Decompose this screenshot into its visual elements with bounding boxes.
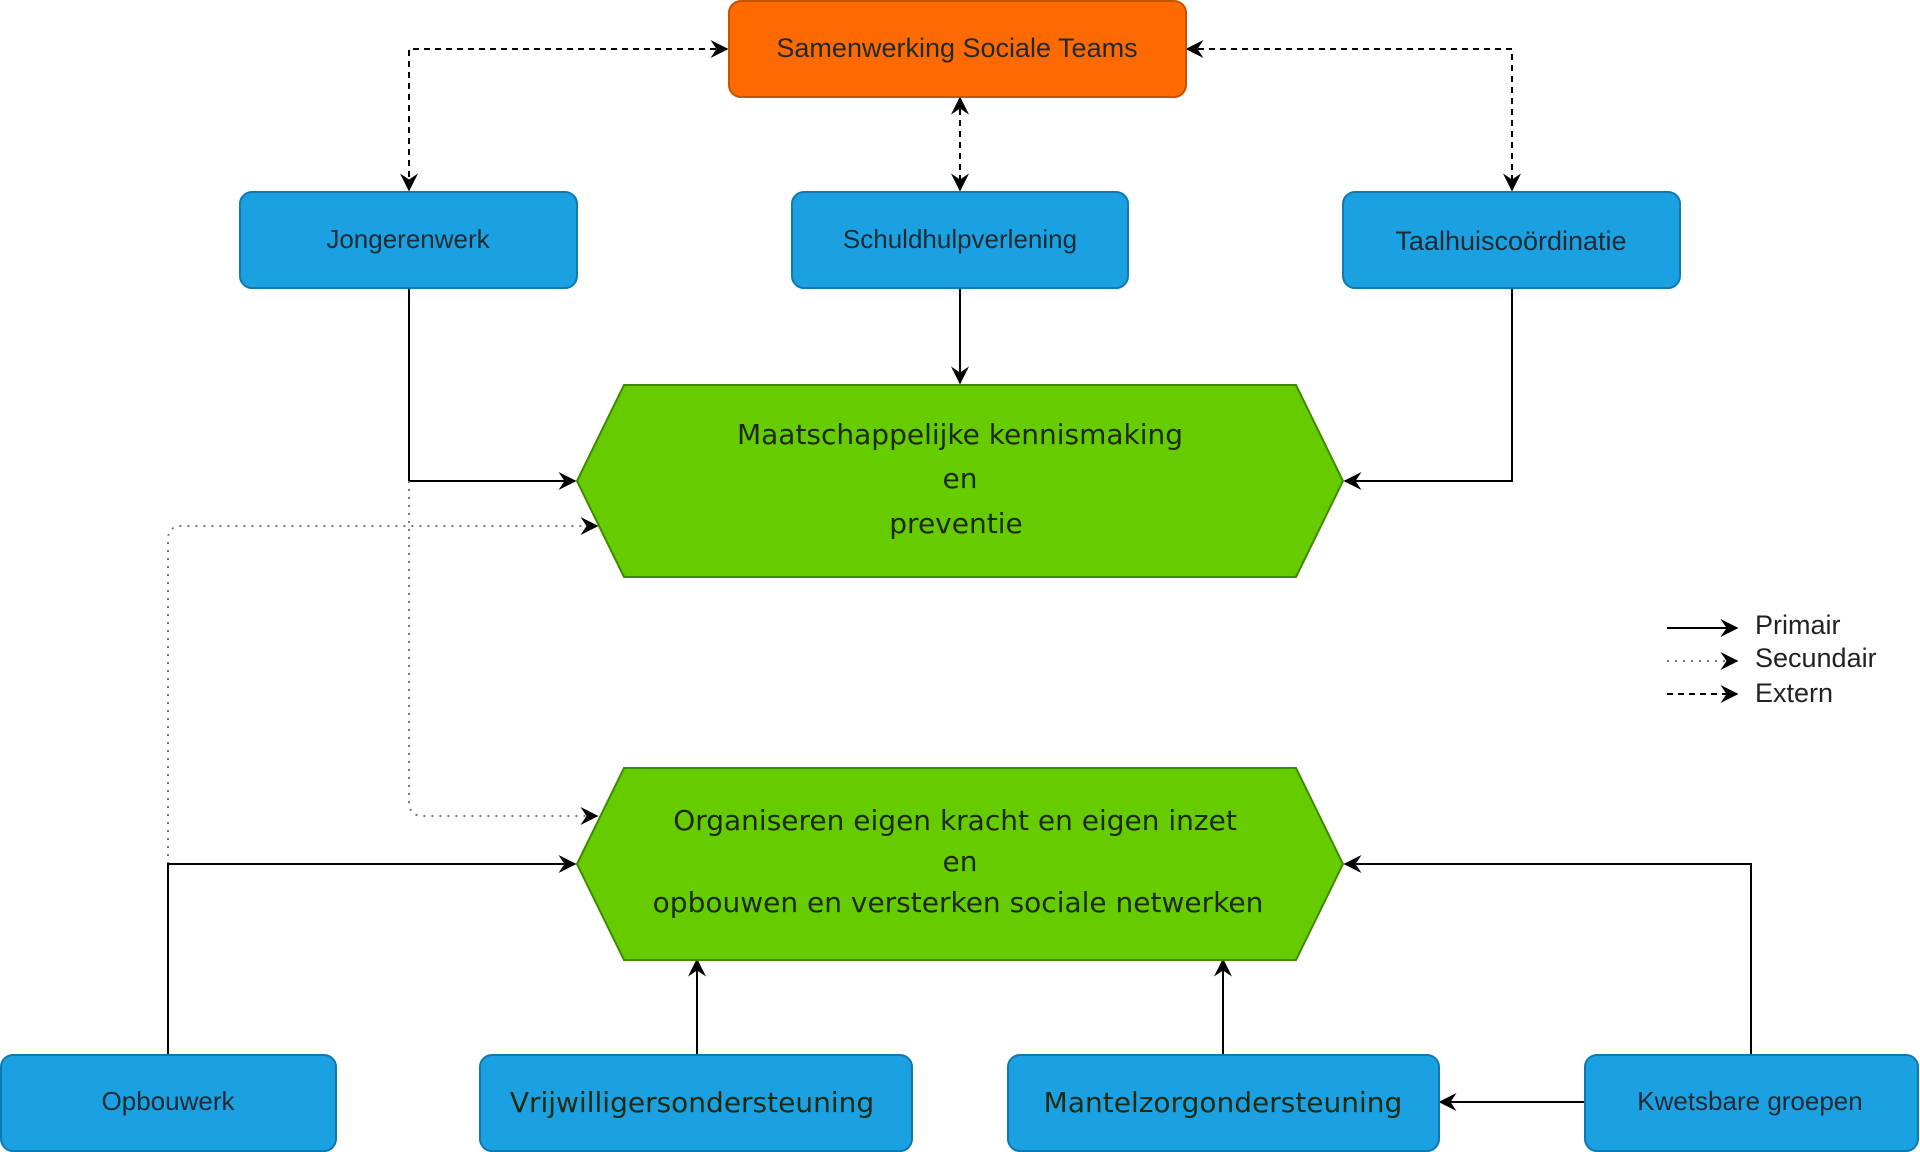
hexagon-kennismaking-line-1: Maatschappelijke kennismaking — [737, 418, 1183, 451]
node-opbouwwerk[interactable]: Opbouwerk — [0, 1054, 337, 1152]
hexagon-kennismaking-line-3: preventie — [889, 507, 1022, 540]
node-mantelzorg-label: Mantelzorgondersteuning — [1044, 1086, 1403, 1119]
hexagon-kennismaking[interactable]: Maatschappelijke kennismaking en prevent… — [575, 384, 1345, 578]
node-jongerenwerk-label: Jongerenwerk — [326, 224, 490, 254]
legend-secondary-label: Secundair — [1755, 643, 1877, 673]
connector-opbouwwerk-upper-secondary — [167, 517, 599, 864]
connector-kwetsbaar-lower — [1343, 855, 1752, 1054]
node-samenwerking[interactable]: Samenwerking Sociale Teams — [728, 0, 1187, 98]
node-mantelzorgondersteuning[interactable]: Mantelzorgondersteuning — [1007, 1054, 1440, 1152]
node-taalhuiscoordinatie[interactable]: Taalhuiscoördinatie — [1342, 191, 1681, 289]
connector-opbouwwerk-lower — [167, 855, 577, 1054]
node-vrijwilligers-label: Vrijwilligersondersteuning — [510, 1086, 874, 1119]
hexagon-eigen-kracht-line-2: en — [943, 845, 978, 878]
connector-top-jongerenwerk — [400, 40, 729, 192]
node-kwetsbare-groepen[interactable]: Kwetsbare groepen — [1584, 1054, 1919, 1152]
connector-jongerenwerk-upper — [408, 289, 577, 490]
hexagon-eigen-kracht[interactable]: Organiseren eigen kracht en eigen inzet … — [575, 767, 1345, 961]
node-schuldhulp-label: Schuldhulpverlening — [843, 224, 1077, 254]
legend: Primair Secundair Extern — [1667, 610, 1877, 708]
legend-external-label: Extern — [1755, 678, 1833, 708]
connector-jongerenwerk-lower-secondary — [408, 481, 599, 825]
connector-top-taalhuis — [1185, 40, 1521, 192]
legend-primary-label: Primair — [1755, 610, 1841, 640]
hexagon-eigen-kracht-line-1: Organiseren eigen kracht en eigen inzet — [673, 804, 1237, 837]
hexagon-eigen-kracht-line-3: opbouwen en versterken sociale netwerken — [653, 886, 1264, 919]
node-samenwerking-label: Samenwerking Sociale Teams — [776, 33, 1137, 63]
node-taalhuis-label: Taalhuiscoördinatie — [1395, 226, 1626, 256]
hexagon-kennismaking-line-2: en — [943, 462, 978, 495]
node-schuldhulpverlening[interactable]: Schuldhulpverlening — [791, 191, 1129, 289]
node-kwetsbaar-label: Kwetsbare groepen — [1637, 1086, 1862, 1116]
connector-taalhuis-upper — [1343, 289, 1513, 490]
node-opbouwwerk-label: Opbouwerk — [102, 1086, 236, 1116]
node-vrijwilligersondersteuning[interactable]: Vrijwilligersondersteuning — [479, 1054, 913, 1152]
node-jongerenwerk[interactable]: Jongerenwerk — [239, 191, 578, 289]
